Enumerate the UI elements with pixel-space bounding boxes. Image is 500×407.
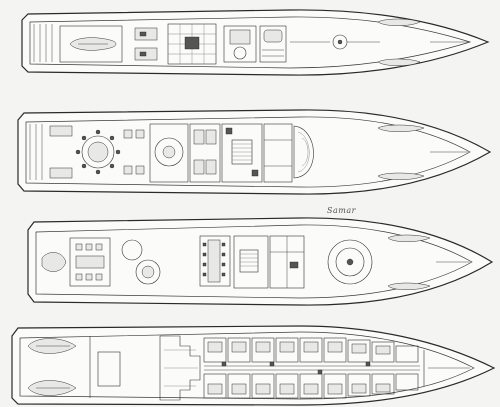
bridge-deck-plan xyxy=(17,109,492,195)
sun-deck-plan xyxy=(21,9,490,76)
lower-deck-plan xyxy=(11,325,496,406)
drawing-label: Samar xyxy=(327,206,357,215)
main-deck-plan xyxy=(27,217,494,306)
